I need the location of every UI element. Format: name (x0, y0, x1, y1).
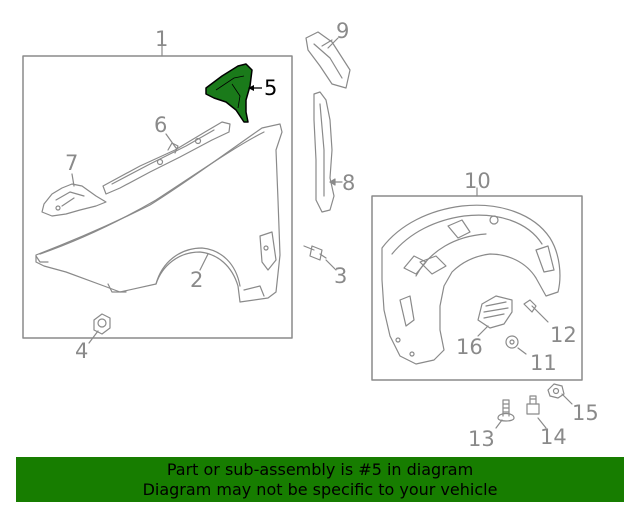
callout-4: 4 (75, 339, 88, 363)
callout-9: 9 (336, 19, 349, 43)
part-5-bracket-highlighted (205, 63, 253, 123)
leader-4 (88, 330, 99, 344)
leader-2 (199, 253, 209, 271)
callout-6: 6 (154, 113, 167, 137)
part-11-washer (505, 335, 519, 349)
part-7-bracket (41, 183, 107, 217)
part-4-nut (93, 313, 111, 335)
callout-13: 13 (468, 427, 495, 451)
group-box-10 (371, 195, 583, 381)
leader-14 (537, 417, 547, 429)
group-box-1 (22, 55, 293, 339)
leader-11 (517, 347, 527, 355)
callout-11: 11 (530, 351, 557, 375)
part-15-nut (547, 383, 565, 399)
callout-5: 5 (264, 76, 277, 100)
parts-diagram: 1 2 3 4 5 6 7 8 9 10 11 12 13 14 15 16 (22, 19, 599, 451)
part-6-bracket (102, 121, 231, 195)
banner-line-part: Part or sub-assembly is #5 in diagram (166, 460, 474, 479)
part-12-clip (523, 299, 541, 315)
leader-15 (561, 393, 573, 405)
callout-3: 3 (334, 264, 347, 288)
leader-9 (327, 37, 339, 49)
callout-12: 12 (550, 323, 577, 347)
info-banner: Part or sub-assembly is #5 in diagram Di… (16, 457, 624, 502)
callout-7: 7 (65, 151, 78, 175)
leader-12 (539, 313, 549, 323)
part-16-shield (477, 295, 513, 329)
callout-8: 8 (342, 171, 355, 195)
callout-2: 2 (190, 268, 203, 292)
part-3-bolt (303, 245, 327, 261)
leader-6 (165, 133, 177, 149)
callout-10: 10 (464, 169, 491, 193)
leader-7 (71, 173, 75, 187)
banner-line-disclaimer: Diagram may not be specific to your vehi… (142, 480, 498, 499)
part-10-liner (381, 204, 561, 365)
leader-13 (495, 419, 503, 429)
part-9-bracket (305, 31, 351, 89)
part-2-fender (35, 123, 283, 303)
leader-3 (325, 259, 337, 271)
callout-15: 15 (572, 401, 599, 425)
part-14-bolt (526, 395, 540, 415)
leader-16 (477, 325, 489, 337)
callout-14: 14 (540, 425, 567, 449)
callout-16: 16 (456, 335, 483, 359)
callout-1: 1 (155, 27, 168, 51)
part-8-seal (313, 91, 335, 213)
part-13-screw (497, 399, 515, 422)
